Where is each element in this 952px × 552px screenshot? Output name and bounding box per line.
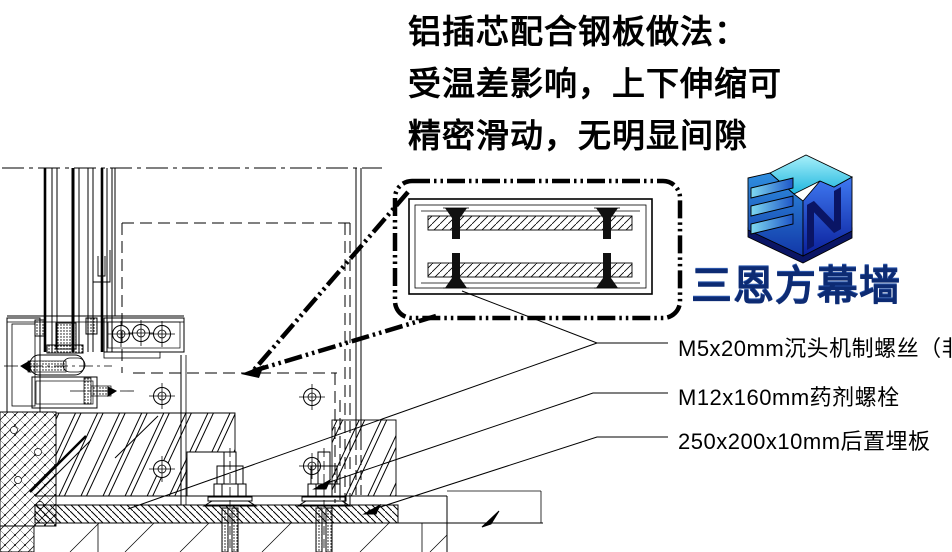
callout-countersunk-screw: M5x20mm沉头机制螺丝（非外露） — [678, 336, 952, 361]
glazing-lines — [34, 168, 116, 354]
detail-tube-section — [408, 198, 653, 295]
callout-chemical-anchor: M12x160mm药剂螺栓 — [678, 385, 900, 410]
logo-3n-icon — [747, 154, 853, 264]
leader-lines — [127, 290, 668, 515]
note-line-1: 铝插芯配合钢板做法： — [408, 12, 748, 51]
frame-lower-assembly — [4, 354, 135, 409]
leader-line-anchor — [317, 392, 668, 487]
leader-arrowhead — [241, 365, 264, 378]
logo-n-face — [807, 187, 841, 250]
embed-plate-hatch — [34, 490, 543, 552]
brand-wordmark: 三恩方幕墙 — [691, 262, 901, 310]
logo-3-bars — [750, 177, 794, 235]
method-note: 铝插芯配合钢板做法： 受温差影响，上下伸缩可 精密滑动，无明显间隙 — [408, 6, 828, 162]
note-line-2: 受温差影响，上下伸缩可 — [408, 64, 782, 103]
ribbed-panel — [29, 412, 397, 497]
leader-line-plate — [367, 436, 668, 512]
detail-bubble-border — [392, 178, 683, 321]
callout-embed-plate: 250x200x10mm后置埋板 — [678, 429, 931, 454]
mullion-bracket — [103, 317, 185, 359]
concrete-below-plate — [69, 522, 448, 552]
note-line-3: 精密滑动，无明显间隙 — [408, 116, 748, 155]
detail-bubble — [241, 178, 683, 378]
